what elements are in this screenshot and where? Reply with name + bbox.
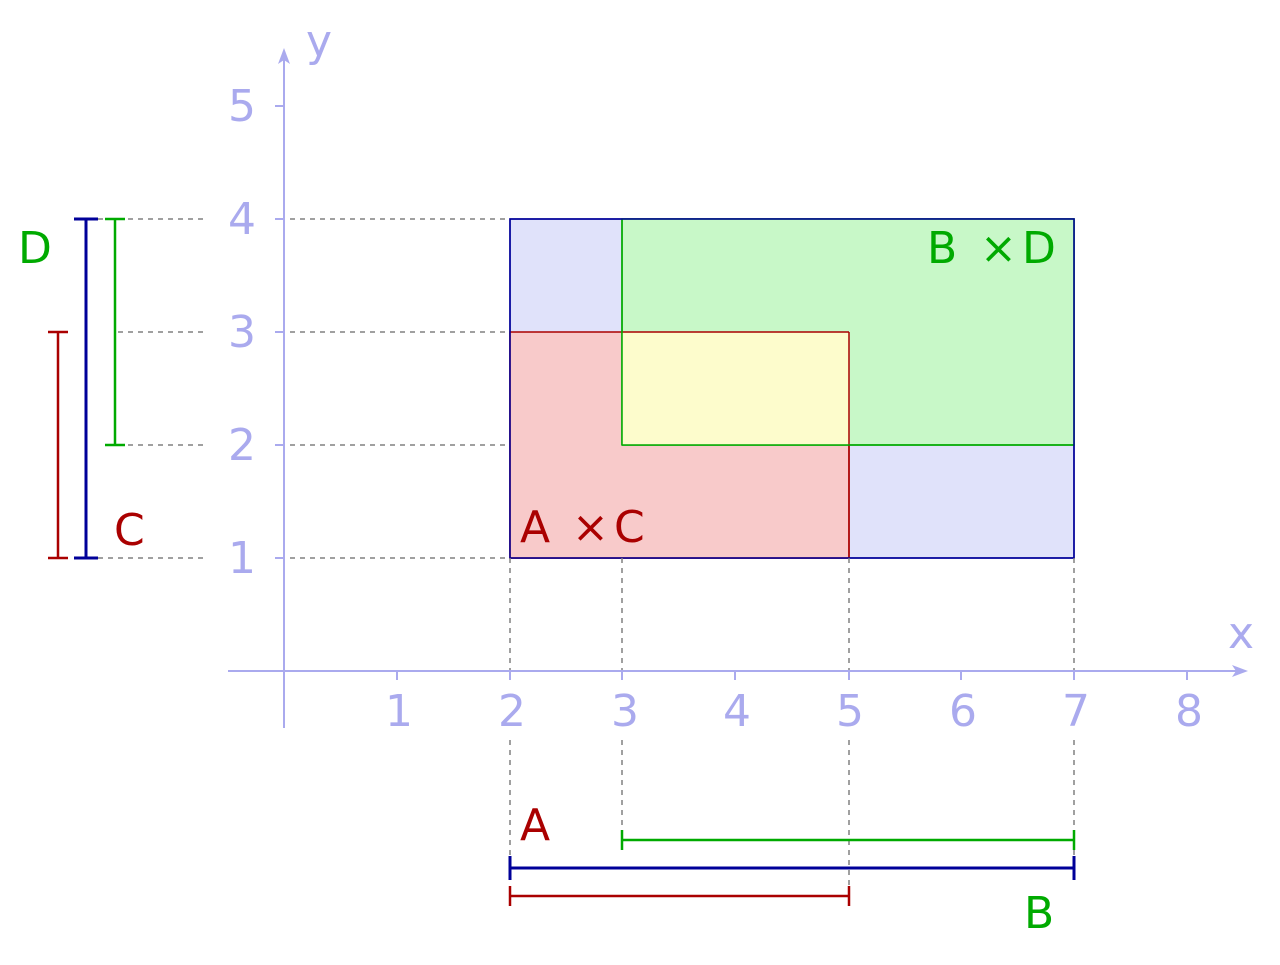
y-tick-label-4: 4 — [228, 194, 256, 245]
product-a-c-times: × — [572, 502, 609, 553]
product-a-c-label-right: C — [614, 502, 645, 553]
x-tick-label-4: 4 — [723, 686, 751, 737]
product-b-d-label-left: B — [927, 223, 957, 274]
x-tick-label-2: 2 — [498, 686, 526, 737]
interval-d — [105, 217, 125, 447]
outer-rectangle-border — [509, 218, 1075, 559]
x-tick-label-3: 3 — [611, 686, 639, 737]
horizontal-guides — [88, 218, 510, 559]
x-tick-label-6: 6 — [949, 686, 977, 737]
product-a-c-label: A × C — [520, 502, 645, 553]
product-b-d-times: × — [980, 223, 1017, 274]
y-tick-label-3: 3 — [228, 307, 256, 358]
y-tick-labels: 1 2 3 4 5 — [228, 81, 256, 584]
interval-a-label: A — [520, 800, 550, 851]
product-b-d-label: B × D — [927, 223, 1056, 274]
x-tick-label-8: 8 — [1175, 686, 1203, 737]
product-b-d-label-right: D — [1022, 223, 1056, 274]
x-axis-label: x — [1228, 608, 1254, 659]
y-tick-label-1: 1 — [228, 533, 256, 584]
y-axis-label: y — [306, 16, 332, 67]
interval-c — [48, 330, 68, 560]
x-axis-arrow-icon — [1232, 665, 1248, 677]
product-a-c-label-left: A — [520, 502, 550, 553]
interval-c-label: C — [114, 505, 145, 556]
x-tick-label-5: 5 — [836, 686, 864, 737]
overlap-rectangle — [622, 332, 849, 445]
y-axis-arrow-icon — [278, 48, 290, 64]
x-tick-label-1: 1 — [385, 686, 413, 737]
y-ticks — [275, 105, 284, 559]
x-ticks — [396, 671, 1188, 680]
interval-b-label: B — [1024, 888, 1054, 939]
interval-d-label: D — [18, 223, 52, 274]
interval-b — [508, 856, 1076, 880]
interval-b-green — [620, 830, 1076, 850]
x-tick-labels: 1 2 3 4 5 6 7 8 — [385, 686, 1203, 737]
interval-d-blue — [74, 217, 98, 560]
x-tick-label-7: 7 — [1062, 686, 1090, 737]
vertical-guides — [509, 558, 1075, 896]
y-tick-label-2: 2 — [228, 420, 256, 471]
interval-a — [508, 886, 851, 906]
y-tick-label-5: 5 — [228, 81, 256, 132]
